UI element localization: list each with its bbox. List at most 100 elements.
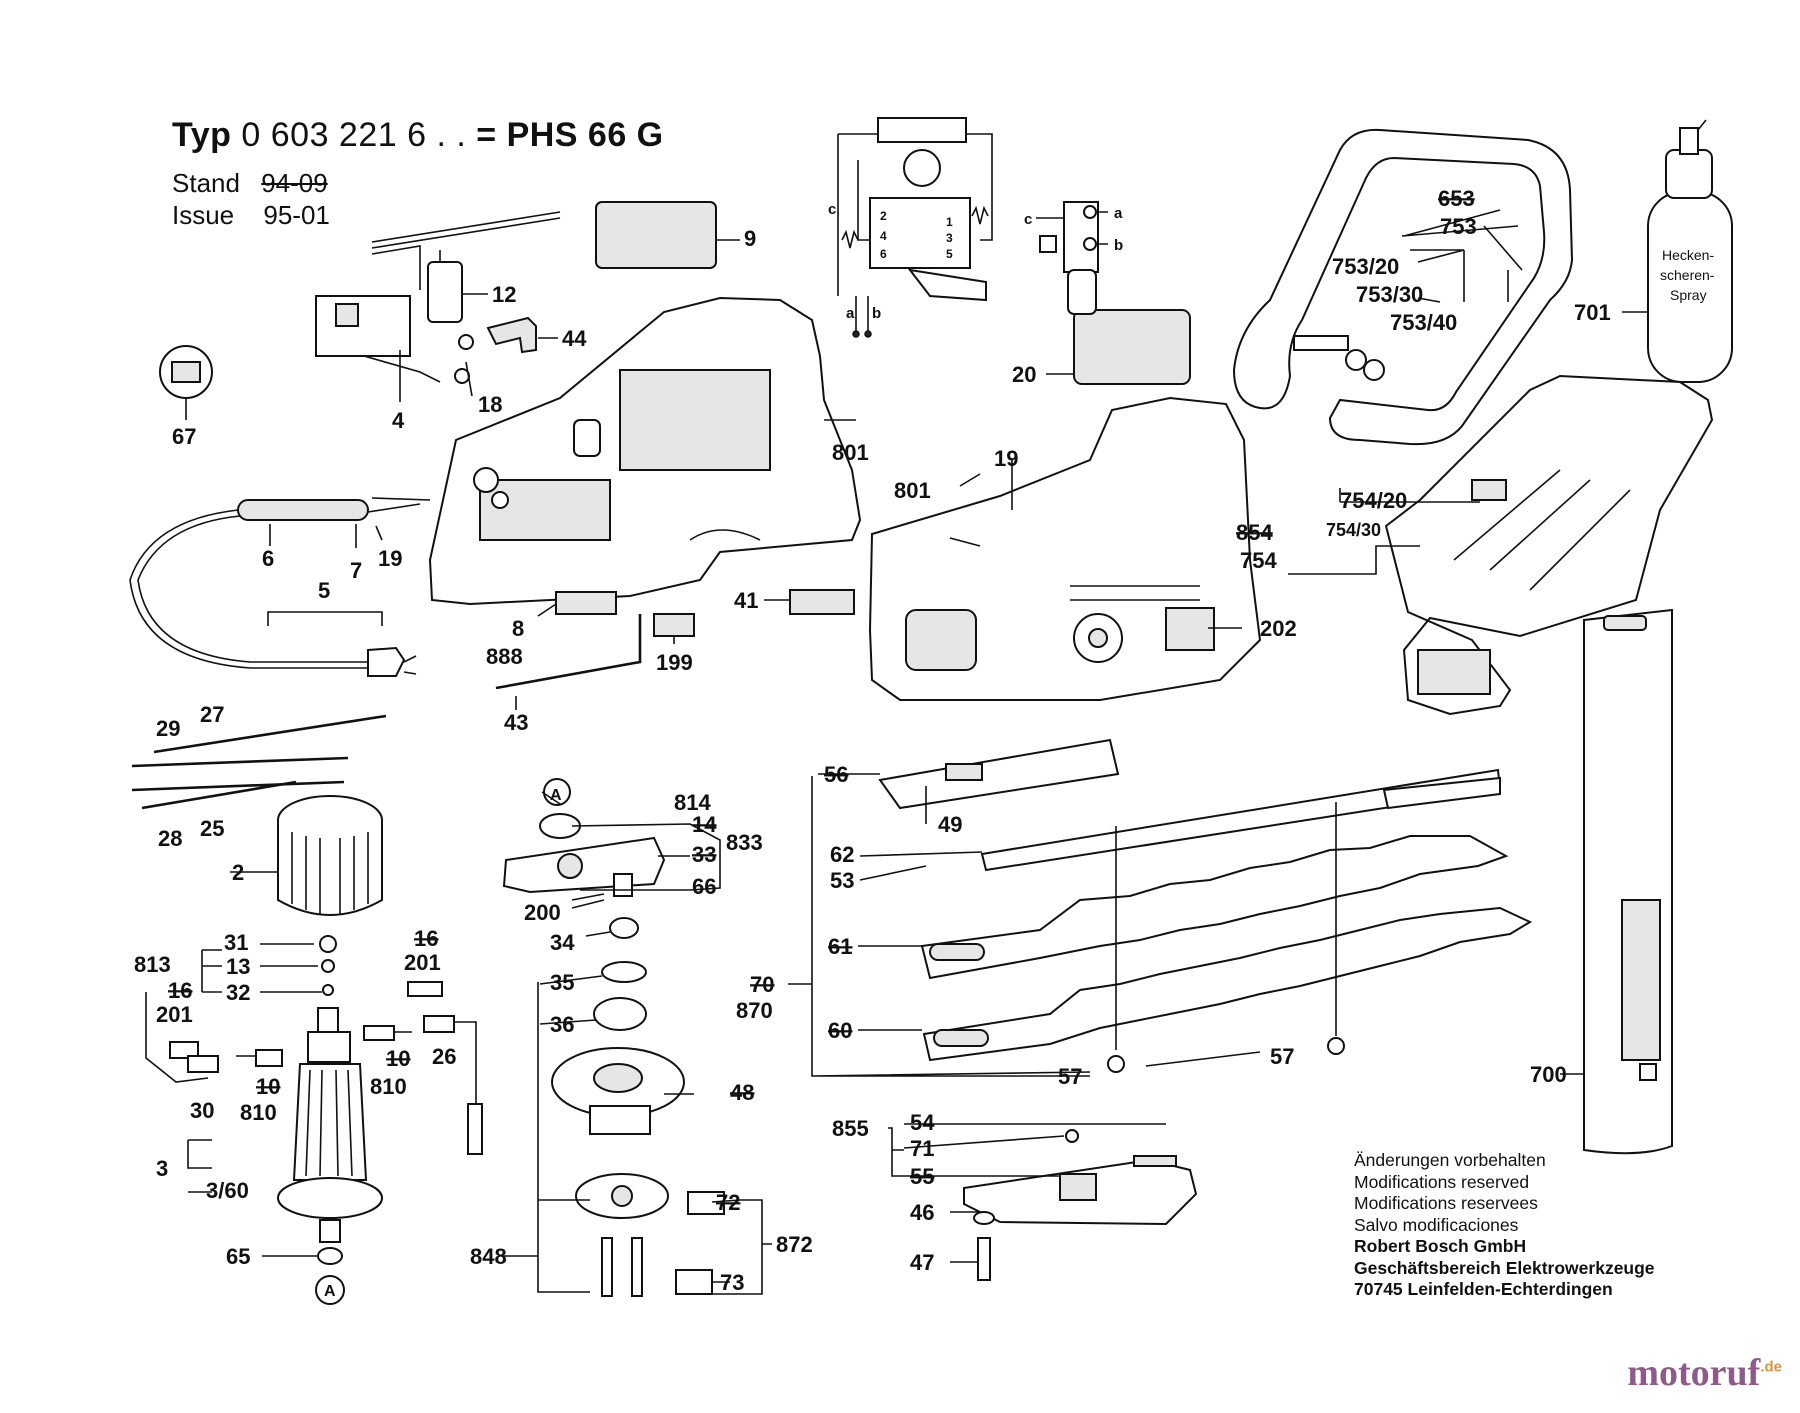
stand-value: 94-09 <box>261 168 328 198</box>
callout-28: 28 <box>158 826 182 851</box>
callout-A-bottom: A <box>324 1283 336 1300</box>
footer-line-4: Salvo modificaciones <box>1354 1214 1519 1235</box>
footer-line-1: Änderungen vorbehalten <box>1354 1150 1546 1170</box>
callout-73: 73 <box>720 1270 744 1295</box>
stand-line: Stand 94-09 <box>172 168 328 199</box>
callout-8: 8 <box>512 616 524 641</box>
wire-label-c: c <box>828 201 836 218</box>
callout-34: 34 <box>550 930 575 955</box>
callout-10-right: 10 <box>386 1046 410 1071</box>
callout-56: 56 <box>824 762 848 787</box>
callout-701: 701 <box>1574 300 1611 325</box>
callout-57-left: 57 <box>1058 1064 1082 1089</box>
callout-62: 62 <box>830 842 854 867</box>
callout-53: 53 <box>830 868 854 893</box>
callout-753-40: 753/40 <box>1390 310 1457 335</box>
brush-holders-part <box>145 981 483 1155</box>
callout-19-left: 19 <box>378 546 402 571</box>
callout-888: 888 <box>486 644 523 669</box>
callout-2: 2 <box>232 860 244 885</box>
callout-43: 43 <box>504 710 528 735</box>
power-cord-part <box>129 497 431 677</box>
callout-33: 33 <box>692 842 716 867</box>
callout-4: 4 <box>392 408 405 433</box>
terminal-6: 6 <box>880 247 887 261</box>
spray-can-part: Hecken- scheren- Spray <box>1647 119 1733 383</box>
callout-66: 66 <box>692 874 716 899</box>
callout-49: 49 <box>938 812 962 837</box>
housing-right-part <box>868 396 1262 701</box>
title-prefix: Typ <box>172 116 232 154</box>
terminal-1: 1 <box>946 215 953 229</box>
callout-653: 653 <box>1438 186 1475 211</box>
callout-13: 13 <box>226 954 250 979</box>
callout-67: 67 <box>172 424 196 449</box>
callout-3: 3 <box>156 1156 168 1181</box>
callout-833: 833 <box>726 830 763 855</box>
base-plate-part <box>963 1129 1198 1281</box>
label-20-part <box>1073 309 1191 385</box>
callout-48: 48 <box>730 1080 754 1105</box>
callout-54: 54 <box>910 1110 935 1135</box>
callout-35: 35 <box>550 970 574 995</box>
callout-754-30: 754/30 <box>1326 520 1381 540</box>
callout-810-left: 810 <box>240 1100 277 1125</box>
label-199-part <box>653 613 695 637</box>
stand-label: Stand <box>172 168 240 198</box>
footer-notice: Änderungen vorbehalten Modifications res… <box>1354 1150 1655 1301</box>
callout-18: 18 <box>478 392 502 417</box>
footer-line-2: Modifications reserved <box>1354 1171 1530 1192</box>
callout-32: 32 <box>226 980 250 1005</box>
callout-57-right: 57 <box>1270 1044 1294 1069</box>
page-title: Typ 0 603 221 6 . . = PHS 66 G <box>172 116 664 155</box>
callout-36: 36 <box>550 1012 574 1037</box>
hex-key-43-part <box>495 614 642 690</box>
stator-field-part <box>277 795 383 916</box>
callout-202: 202 <box>1260 616 1297 641</box>
callout-814: 814 <box>674 790 711 815</box>
callout-753-20: 753/20 <box>1332 254 1399 279</box>
gear-train-part <box>502 778 725 1297</box>
wiring-diagram <box>837 117 993 338</box>
callout-61: 61 <box>828 934 852 959</box>
callout-848: 848 <box>470 1244 507 1269</box>
housing-left-part <box>428 296 862 606</box>
callout-201-left: 201 <box>156 1002 193 1027</box>
wire-label-a: a <box>846 305 855 322</box>
issue-value: 95-01 <box>263 200 330 230</box>
footer-line-7: 70745 Leinfelden-Echterdingen <box>1354 1279 1613 1299</box>
callout-813: 813 <box>134 952 171 977</box>
callout-labels: 9 12 44 4 18 67 801 801 19 19 6 7 5 8 88… <box>134 186 1611 1300</box>
issue-label: Issue <box>172 200 235 230</box>
watermark-text: motoruf <box>1627 1352 1761 1394</box>
callout-71: 71 <box>910 1136 934 1161</box>
callout-200: 200 <box>524 900 561 925</box>
spray-label-2: scheren- <box>1660 267 1715 283</box>
label-9-part <box>595 201 717 269</box>
ring-32-part <box>322 984 334 996</box>
footer-line-5: Robert Bosch GmbH <box>1354 1236 1527 1256</box>
callout-753: 753 <box>1440 214 1477 239</box>
callout-753-30: 753/30 <box>1356 282 1423 307</box>
callout-46: 46 <box>910 1200 934 1225</box>
callout-754: 754 <box>1240 548 1277 573</box>
pad-41-part <box>789 589 855 615</box>
callout-855: 855 <box>832 1116 869 1141</box>
wire-label-b: b <box>872 305 881 322</box>
leader-lines <box>185 209 1648 1295</box>
callout-16-left: 16 <box>168 978 192 1003</box>
blade-cover-part <box>1583 608 1673 1155</box>
callout-6: 6 <box>262 546 274 571</box>
callout-801-left: 801 <box>832 440 869 465</box>
switch-label-b: b <box>1114 237 1123 254</box>
callout-44: 44 <box>562 326 587 351</box>
callout-12: 12 <box>492 282 516 307</box>
footer-line-3: Modifications reservees <box>1354 1193 1538 1213</box>
terminal-2: 2 <box>880 209 887 223</box>
callout-801-right: 801 <box>894 478 931 503</box>
callout-31: 31 <box>224 930 248 955</box>
watermark-suffix: .de <box>1760 1358 1782 1376</box>
equals-sign: = <box>476 116 497 154</box>
callout-25: 25 <box>200 816 224 841</box>
